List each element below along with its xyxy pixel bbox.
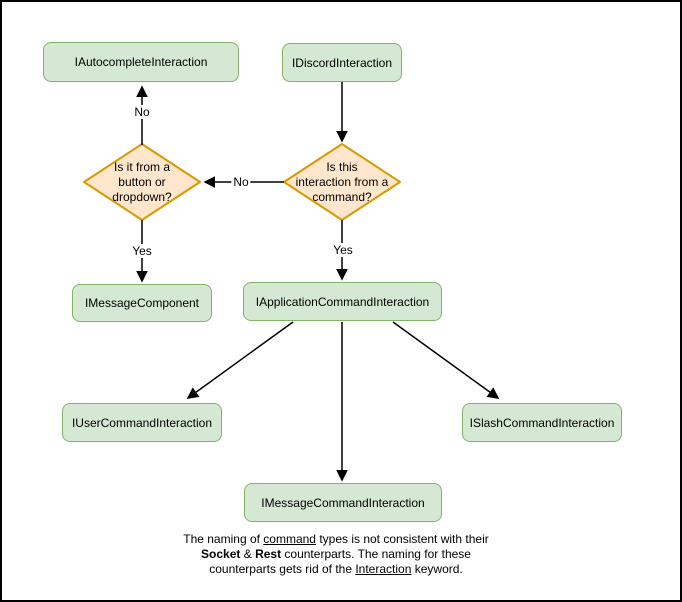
node-slash-command-interaction: ISlashCommandInteraction (462, 403, 622, 442)
edge-label-no-up: No (132, 105, 152, 119)
bold-word-rest: Rest (255, 547, 282, 561)
node-message-component: IMessageComponent (72, 284, 212, 322)
node-application-command-interaction: IApplicationCommandInteraction (243, 282, 442, 321)
decision-button-dropdown-shape (83, 143, 201, 221)
footnote-line-1: The naming of command types is not consi… (183, 532, 489, 546)
underlined-word-interaction: Interaction (355, 562, 412, 576)
underlined-word-command: command (263, 532, 316, 546)
edge-label-yes-right: Yes (331, 243, 355, 257)
footnote-line-2: Socket & Rest counterparts. The naming f… (201, 547, 471, 561)
node-message-command-interaction: IMessageCommandInteraction (244, 483, 442, 522)
node-user-command-interaction: IUserCommandInteraction (62, 403, 222, 442)
edge-label-yes-left: Yes (130, 244, 154, 258)
footnote: The naming of command types is not consi… (166, 532, 506, 577)
bold-word-socket: Socket (201, 547, 241, 561)
edge-applicationcommand-to-usercommand (188, 321, 294, 398)
footnote-line-3: counterparts gets rid of the Interaction… (209, 562, 463, 576)
edge-applicationcommand-to-slashcommand (392, 321, 498, 398)
node-discord-interaction: IDiscordInteraction (282, 43, 402, 82)
node-autocomplete-interaction: IAutocompleteInteraction (43, 42, 239, 82)
decision-from-command-shape (283, 143, 401, 221)
edge-label-no-left: No (231, 175, 251, 189)
